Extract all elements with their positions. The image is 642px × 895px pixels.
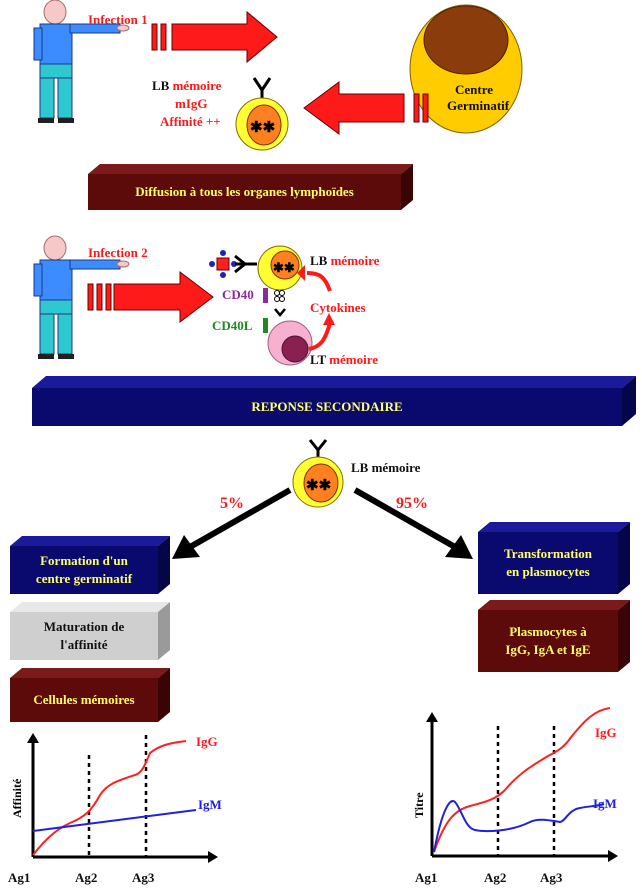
maturation-label-1: Maturation de (43, 619, 125, 635)
arrow-left-2 (303, 81, 429, 135)
migg-label: mIgG (175, 96, 208, 111)
black-arrow-right (353, 487, 473, 559)
graph-titre-tick-ag2: Ag2 (484, 870, 507, 885)
formation-label-2: centre germinatif (35, 571, 133, 586)
infection-2-label: Infection 2 (88, 245, 148, 260)
diffusion-label: Diffusion à tous les organes lymphoïdes (88, 174, 401, 210)
cellules-box: Cellules mémoires (10, 668, 170, 722)
cd40-label: CD40 (222, 287, 254, 302)
transformation-label-2: en plasmocytes (506, 564, 590, 579)
germinal-center-label-1: Centre (455, 82, 494, 97)
affinite-igm-line (32, 809, 197, 832)
germinal-center-label-2: Germinatif (447, 98, 510, 113)
graph-titre-igm-label: IgM (593, 796, 617, 811)
formation-box: Formation d'un centre germinatif (10, 536, 170, 594)
cd40l-label: CD40L (212, 318, 253, 333)
titre-igm-curve (433, 800, 605, 853)
formation-label-1: Formation d'un (40, 553, 128, 569)
graph-affinite-igm-label: IgM (198, 797, 222, 812)
svg-text:✱✱: ✱✱ (250, 120, 276, 136)
infection-1-label: Infection 1 (88, 12, 148, 27)
secondary-cells: ✱✱ (209, 245, 335, 366)
lb-memoire-center-label: LB mémoire (351, 460, 421, 475)
cellules-label: Cellules mémoires (10, 678, 158, 722)
plasmocytes-box: Plasmocytes à IgG, IgA et IgE (478, 600, 630, 672)
germinal-center (409, 4, 523, 134)
pct-left-label: 5% (220, 495, 244, 512)
person-figure-1 (33, 0, 130, 123)
svg-text:✱✱: ✱✱ (273, 260, 295, 275)
graph-affinite-tick-ag3: Ag3 (132, 870, 155, 885)
lb-memoire-cell-center: ✱✱ (292, 439, 344, 508)
black-arrow-left (172, 487, 292, 559)
transformation-label-1: Transformation (504, 546, 592, 562)
lb-memoire-cell-top: ✱✱ (235, 77, 289, 151)
reponse-secondaire-box: REPONSE SECONDAIRE (32, 376, 636, 426)
graph-titre-tick-ag3: Ag3 (540, 870, 563, 885)
lb-memoire-label-top: LB mémoire (152, 78, 222, 93)
svg-text:✱✱: ✱✱ (306, 478, 332, 494)
graph-affinite-igg-label: IgG (196, 734, 218, 749)
transformation-box: Transformation en plasmocytes (478, 522, 630, 594)
graph-titre-igg-label: IgG (595, 725, 617, 740)
maturation-label-2: l'affinité (60, 637, 108, 652)
graph-affinite-tick-ag2: Ag2 (75, 870, 98, 885)
graph-titre-ylabel: Titre (412, 792, 426, 818)
graph-affinite-ylabel: Affinité (10, 778, 24, 818)
reponse-secondaire-label: REPONSE SECONDAIRE (32, 388, 622, 426)
pct-right-label: 95% (396, 495, 428, 512)
graph-affinite (27, 733, 218, 863)
graph-titre (426, 707, 618, 862)
diffusion-box: Diffusion à tous les organes lymphoïdes (88, 164, 413, 210)
arrow-right-3 (87, 270, 214, 324)
arrow-right-1 (151, 10, 278, 64)
cytokines-label: Cytokines (310, 300, 366, 315)
titre-igg-curve (433, 707, 611, 853)
lb-memoire-label-secondary: LB mémoire (310, 253, 380, 268)
plasmocytes-label-1: Plasmocytes à (509, 624, 587, 640)
graph-affinite-tick-ag1: Ag1 (8, 870, 31, 885)
maturation-box: Maturation de l'affinité (10, 602, 170, 660)
person-figure-2 (33, 235, 130, 359)
lt-memoire-label: LT mémoire (310, 352, 379, 367)
graph-titre-tick-ag1: Ag1 (415, 870, 438, 885)
affinite-label: Affinité ++ (160, 114, 221, 129)
plasmocytes-label-2: IgG, IgA et IgE (505, 642, 591, 657)
affinite-igg-curve (32, 740, 187, 856)
